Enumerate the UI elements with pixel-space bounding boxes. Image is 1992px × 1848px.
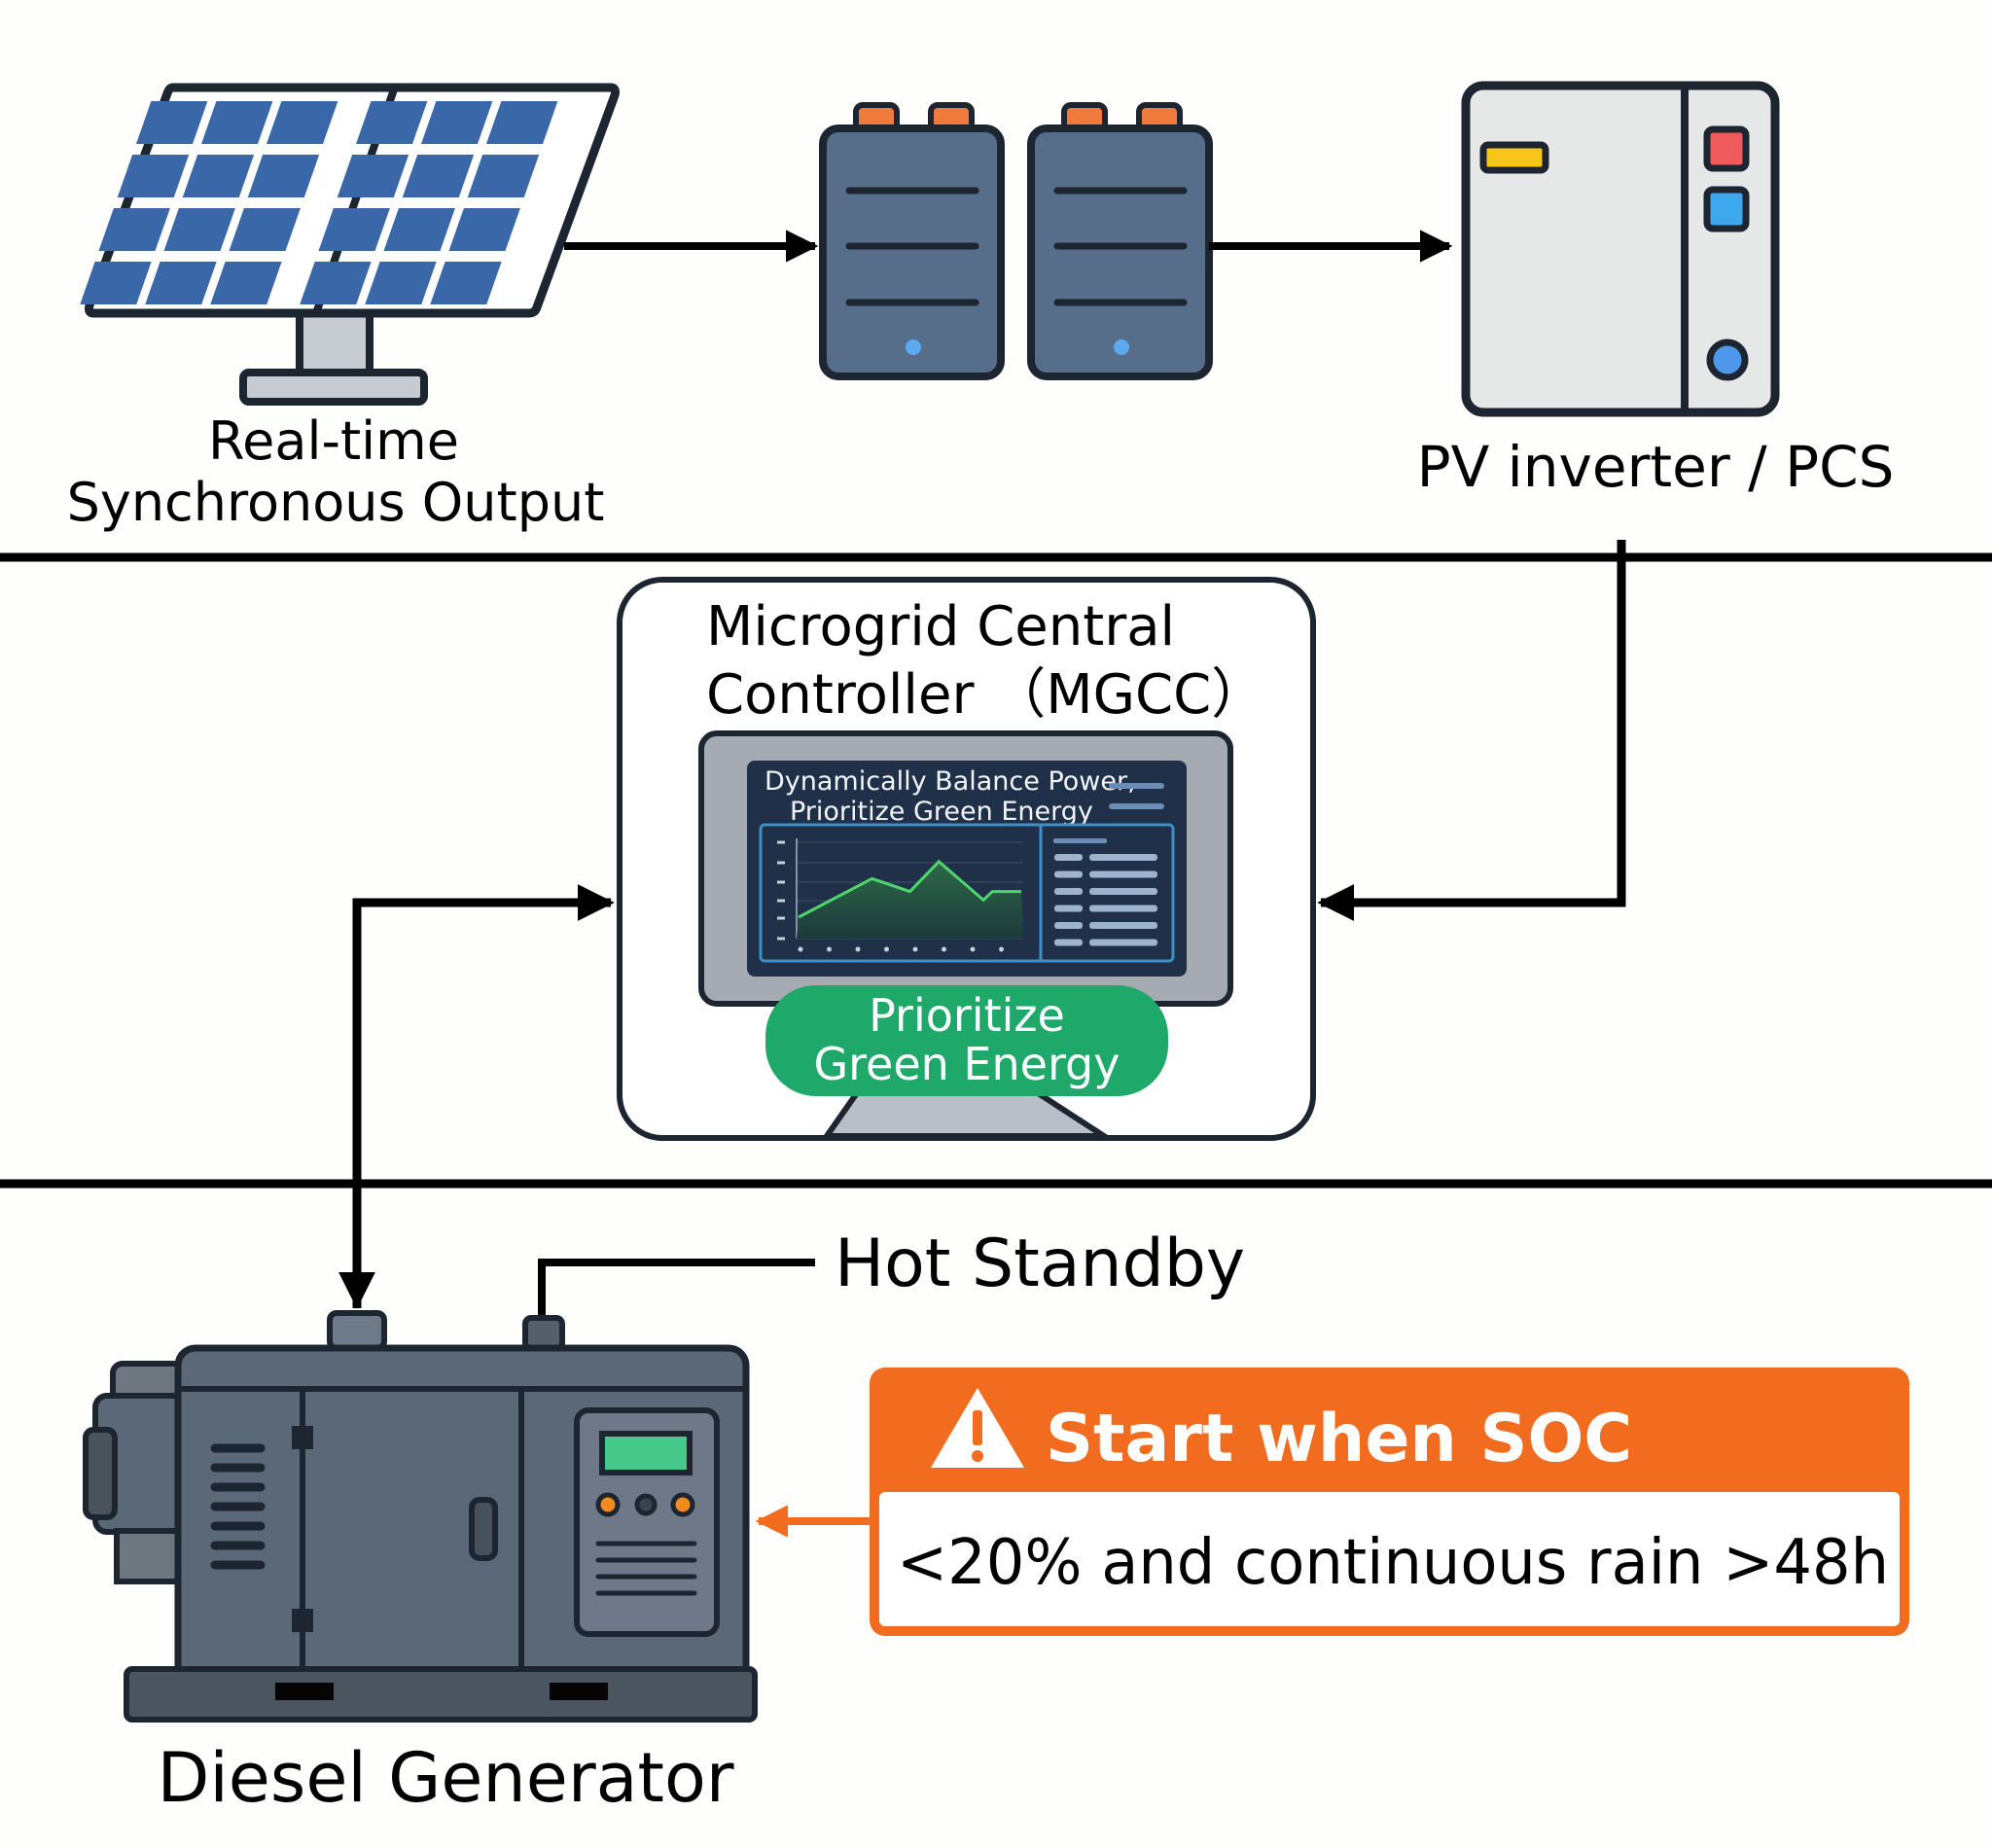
solar-cell — [365, 262, 437, 304]
solar-cell — [383, 208, 455, 251]
list-value-bar — [1089, 939, 1157, 946]
list-key-bar — [1054, 854, 1083, 861]
screen-chart-panel — [759, 823, 1175, 963]
list-value-bar — [1089, 871, 1157, 878]
solar-cell — [421, 101, 493, 144]
list-value-bar — [1089, 888, 1157, 895]
list-key-bar — [1054, 905, 1083, 912]
arrow-inverter-to-mgcc — [1317, 540, 1626, 921]
list-key-bar — [1054, 888, 1083, 895]
solar-cell — [210, 262, 282, 304]
inverter-blue-button-icon — [1703, 186, 1750, 232]
chart-x-tick — [912, 946, 918, 952]
solar-cell — [247, 155, 320, 197]
mini-area-chart — [777, 838, 1023, 952]
solar-cell — [430, 262, 502, 304]
mgcc-title-line-2: Controller （MGCC） — [706, 663, 1265, 727]
battery-icon — [819, 102, 1005, 380]
solar-cell — [117, 155, 190, 197]
chart-x-tick — [970, 946, 976, 952]
solar-cell — [80, 262, 152, 304]
solar-cell — [267, 101, 338, 144]
solar-cells — [80, 101, 558, 304]
warning-triangle-icon — [931, 1388, 1024, 1468]
chart-x-tick — [855, 946, 861, 952]
hot-standby-connector — [538, 1259, 815, 1321]
chart-y-tick — [777, 916, 785, 920]
list-key-bar — [1054, 871, 1083, 878]
green-energy-badge — [765, 985, 1168, 1096]
solar-cell — [467, 155, 540, 197]
solar-cell — [318, 208, 390, 251]
inverter-knob-icon — [1706, 338, 1749, 381]
chart-series-line — [798, 859, 1021, 919]
list-header-bar — [1053, 838, 1107, 843]
chart-x-tick — [827, 946, 832, 952]
solar-cell — [337, 155, 409, 197]
mgcc-controller: Microgrid Central Controller （MGCC） Dyna… — [617, 577, 1316, 1141]
solar-cell — [356, 101, 428, 144]
battery-led-icon — [1114, 339, 1129, 355]
inverter-display-icon — [1479, 141, 1549, 174]
screen-heading-line-1: Dynamically Balance Power, — [765, 766, 1136, 797]
solar-cell — [98, 208, 170, 251]
alert-title: Start when SOC — [1046, 1401, 1632, 1477]
solar-cell — [486, 101, 558, 144]
chart-area — [797, 861, 1023, 939]
alert-condition: <20% and continuous rain >48h — [897, 1527, 1889, 1599]
soc-alert-box: Start when SOC <20% and continuous rain … — [870, 1368, 1909, 1636]
solar-cell — [163, 208, 235, 251]
inverter-icon — [1461, 81, 1780, 417]
badge-line-2: Green Energy — [814, 1038, 1120, 1090]
solar-cell — [136, 101, 208, 144]
list-key-bar — [1054, 939, 1083, 946]
solar-cell — [229, 208, 301, 251]
battery-led-icon — [906, 339, 921, 355]
battery-body — [819, 124, 1005, 380]
chart-y-tick — [777, 861, 785, 865]
battery-icon — [1027, 102, 1213, 380]
hot-standby-label: Hot Standby — [835, 1226, 1245, 1302]
chart-y-tick — [777, 937, 785, 941]
chart-x-tick — [884, 946, 889, 952]
chart-y-tick — [777, 880, 785, 884]
solar-label-line-1: Real-time — [208, 410, 459, 472]
list-value-bar — [1089, 922, 1157, 929]
screen-heading-line-2: Prioritize Green Energy — [790, 797, 1093, 827]
solar-label-line-2: Synchronous Output — [67, 472, 605, 533]
chart-x-tick — [942, 946, 946, 952]
generator-vents — [210, 1443, 266, 1570]
inverter-red-button-icon — [1703, 125, 1750, 172]
solar-cell — [300, 262, 372, 304]
solar-cell — [402, 155, 475, 197]
solar-cell — [182, 155, 255, 197]
solar-label: Real-time Synchronous Output — [67, 410, 605, 533]
solar-cell — [145, 262, 217, 304]
mgcc-title-line-1: Microgrid Central — [706, 595, 1175, 658]
arrow-to-mgcc-left — [352, 884, 615, 1308]
badge-line-1: Prioritize — [869, 989, 1065, 1042]
screen-data-list — [1053, 838, 1157, 946]
chart-y-tick — [777, 840, 785, 844]
list-value-bar — [1089, 854, 1157, 861]
inverter-label: PV inverter / PCS — [1417, 434, 1895, 500]
battery-pack — [819, 102, 1213, 380]
control-panel-lines — [595, 1541, 697, 1596]
solar-cell — [448, 208, 520, 251]
chart-x-tick — [798, 946, 803, 952]
chart-y-tick — [777, 899, 785, 903]
solar-cell — [201, 101, 273, 144]
chart-x-tick — [999, 946, 1004, 952]
generator-screen-icon — [599, 1431, 693, 1475]
battery-body — [1027, 124, 1213, 380]
list-key-bar — [1054, 922, 1083, 929]
solar-panel-icon — [80, 83, 620, 406]
list-value-bar — [1089, 905, 1157, 912]
generator-label: Diesel Generator — [157, 1738, 733, 1818]
diesel-generator-icon — [83, 1310, 758, 1723]
generator-door-handle-icon — [469, 1497, 498, 1561]
